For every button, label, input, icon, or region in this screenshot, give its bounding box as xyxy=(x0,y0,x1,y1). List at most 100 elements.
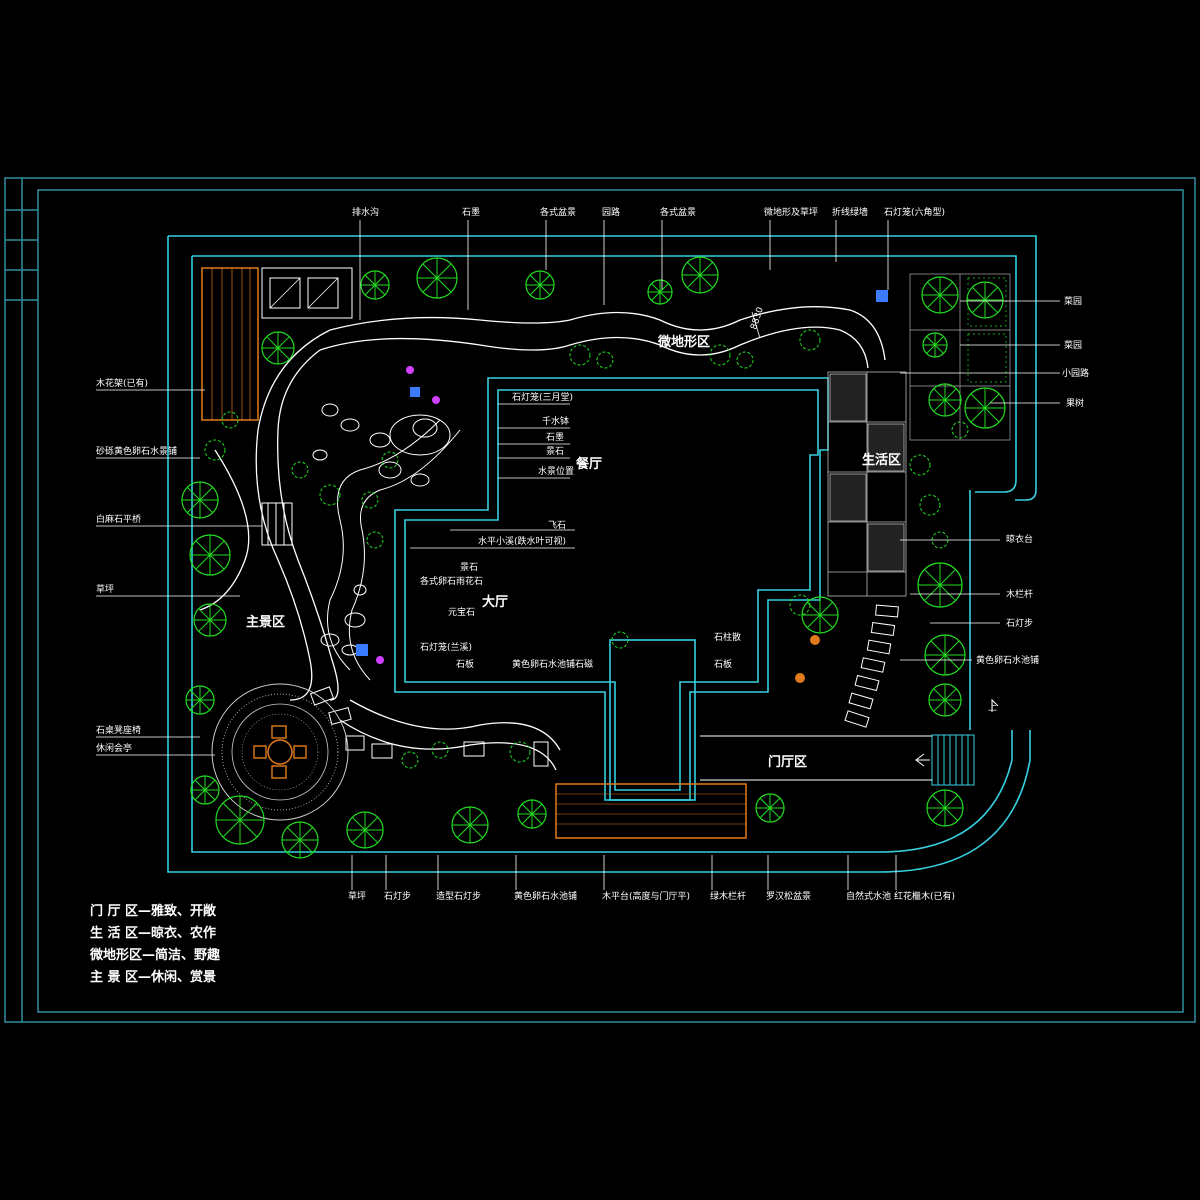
tree-symbol xyxy=(215,795,265,845)
tree-symbol xyxy=(185,685,215,715)
right-label: 木栏杆 xyxy=(1006,588,1033,600)
zone-labels: 餐厅 大厅 生活区 微地形区 主景区 门厅区 xyxy=(246,334,901,770)
tree-symbol xyxy=(189,534,231,576)
outer-frame xyxy=(4,177,1196,1023)
top-label: 排水沟 xyxy=(352,206,379,218)
shrub-symbol xyxy=(204,439,226,461)
right-label: 晾衣台 xyxy=(1006,533,1033,545)
shrub-symbol xyxy=(381,451,399,469)
building-outline xyxy=(394,377,829,801)
tree-symbol xyxy=(681,256,719,294)
tree-symbol xyxy=(517,799,547,829)
zone-life: 生活区 xyxy=(862,452,901,468)
shrub-symbol xyxy=(221,411,239,429)
bottom-label: 草坪 xyxy=(348,890,366,902)
inner-frame xyxy=(37,189,1184,1013)
legend-item: 生 活 区—晾衣、农作 xyxy=(90,925,216,941)
vegetable-garden xyxy=(909,273,1011,441)
entry-arrow-icon xyxy=(915,698,999,767)
tree-symbol xyxy=(964,387,1006,429)
bottom-label: 石灯步 xyxy=(384,891,411,902)
tree-symbol xyxy=(924,634,966,676)
stone-lantern-icon xyxy=(356,290,888,683)
inner-label: 元宝石 xyxy=(448,606,475,618)
tree-symbol xyxy=(755,793,785,823)
tree-symbol xyxy=(966,281,1004,319)
planting xyxy=(181,256,1006,859)
stepping-stones xyxy=(309,604,899,767)
shrub-symbol xyxy=(509,741,531,763)
inner-label: 千水钵 xyxy=(542,415,569,427)
right-label: 石灯步 xyxy=(1006,618,1033,629)
stream xyxy=(312,403,461,681)
right-label: 小园路 xyxy=(1062,367,1089,379)
tree-symbol xyxy=(193,603,227,637)
leisure-pavilion xyxy=(211,683,349,821)
stone-bridge xyxy=(261,502,293,546)
bottom-label: 黄色卵石水池铺 xyxy=(514,890,577,902)
inner-label: 景石 xyxy=(546,446,564,457)
left-label: 草坪 xyxy=(96,583,114,595)
bottom-label: 自然式水池 xyxy=(846,890,891,902)
shrub-symbol xyxy=(951,421,969,439)
inner-label: 石板 xyxy=(456,658,474,670)
left-label: 白麻石平桥 xyxy=(96,513,141,525)
tree-symbol xyxy=(801,596,839,634)
shrub-symbol xyxy=(736,351,754,369)
wood-pergola xyxy=(201,267,353,421)
tree-symbol xyxy=(181,481,219,519)
garden-paths xyxy=(199,306,886,771)
zone-main: 主景区 xyxy=(246,614,285,630)
shrub-symbol xyxy=(366,531,384,549)
top-label: 微地形及草坪 xyxy=(764,206,818,218)
left-label: 砂砾黄色卵石水景铺 xyxy=(96,445,177,457)
shrub-symbol xyxy=(909,454,931,476)
tree-symbol xyxy=(360,270,390,300)
shrub-symbol xyxy=(799,329,821,351)
bottom-label: 绿木栏杆 xyxy=(710,890,746,902)
shrub-symbol xyxy=(401,751,419,769)
inner-label: 飞石 xyxy=(548,520,566,531)
shrub-symbol xyxy=(291,461,309,479)
top-label: 折线绿墙 xyxy=(832,206,868,218)
legend-item: 门 厅 区—雅致、开敞 xyxy=(90,903,217,919)
bottom-label: 造型石灯步 xyxy=(436,890,481,902)
inner-label: 石板 xyxy=(714,658,732,670)
shrub-symbol xyxy=(569,344,591,366)
top-label: 石灯笼(六角型) xyxy=(884,206,945,218)
inner-label: 水平小溪(跌水叶可视) xyxy=(478,535,566,547)
bottom-label: 罗汉松盆景 xyxy=(766,890,811,902)
tree-symbol xyxy=(281,821,319,859)
left-label: 木花架(已有) xyxy=(96,377,148,389)
right-label: 黄色卵石水池铺 xyxy=(976,654,1039,666)
inner-label: 景石 xyxy=(460,562,478,573)
tree-symbol xyxy=(261,331,295,365)
bottom-label: 木平台(高度与门厅平) xyxy=(602,890,690,902)
zone-foyer: 门厅区 xyxy=(768,754,807,770)
zone-micro: 微地形区 xyxy=(657,334,710,350)
tree-symbol xyxy=(917,562,963,608)
dimension-mark: 8830 xyxy=(749,306,766,339)
callout-labels: 排水沟 石墨 各式盆景 园路 各式盆景 微地形及草坪 折线绿墙 石灯笼(六角型)… xyxy=(96,206,1089,902)
paving-grid xyxy=(827,371,907,597)
tree-symbol xyxy=(346,811,384,849)
inner-label: 石灯笼(兰溪) xyxy=(420,641,472,653)
up-label: 上 xyxy=(988,702,997,713)
inner-label: 石灯笼(三月堂) xyxy=(512,391,573,403)
legend-item: 微地形区—简洁、野趣 xyxy=(89,947,221,963)
shrub-symbol xyxy=(596,351,614,369)
left-label: 休闲会亭 xyxy=(96,742,132,754)
tree-symbol xyxy=(190,775,220,805)
right-label: 果树 xyxy=(1066,397,1084,409)
right-label: 菜园 xyxy=(1064,339,1082,351)
leader-lines xyxy=(96,220,1060,890)
shrub-symbol xyxy=(611,631,629,649)
tree-symbol xyxy=(451,806,489,844)
site-boundary xyxy=(167,235,1037,873)
tree-symbol xyxy=(926,789,964,827)
left-label: 石桌凳座椅 xyxy=(96,724,141,736)
entry-steps xyxy=(700,734,975,786)
tree-symbol xyxy=(921,276,959,314)
shrub-symbol xyxy=(361,491,379,509)
